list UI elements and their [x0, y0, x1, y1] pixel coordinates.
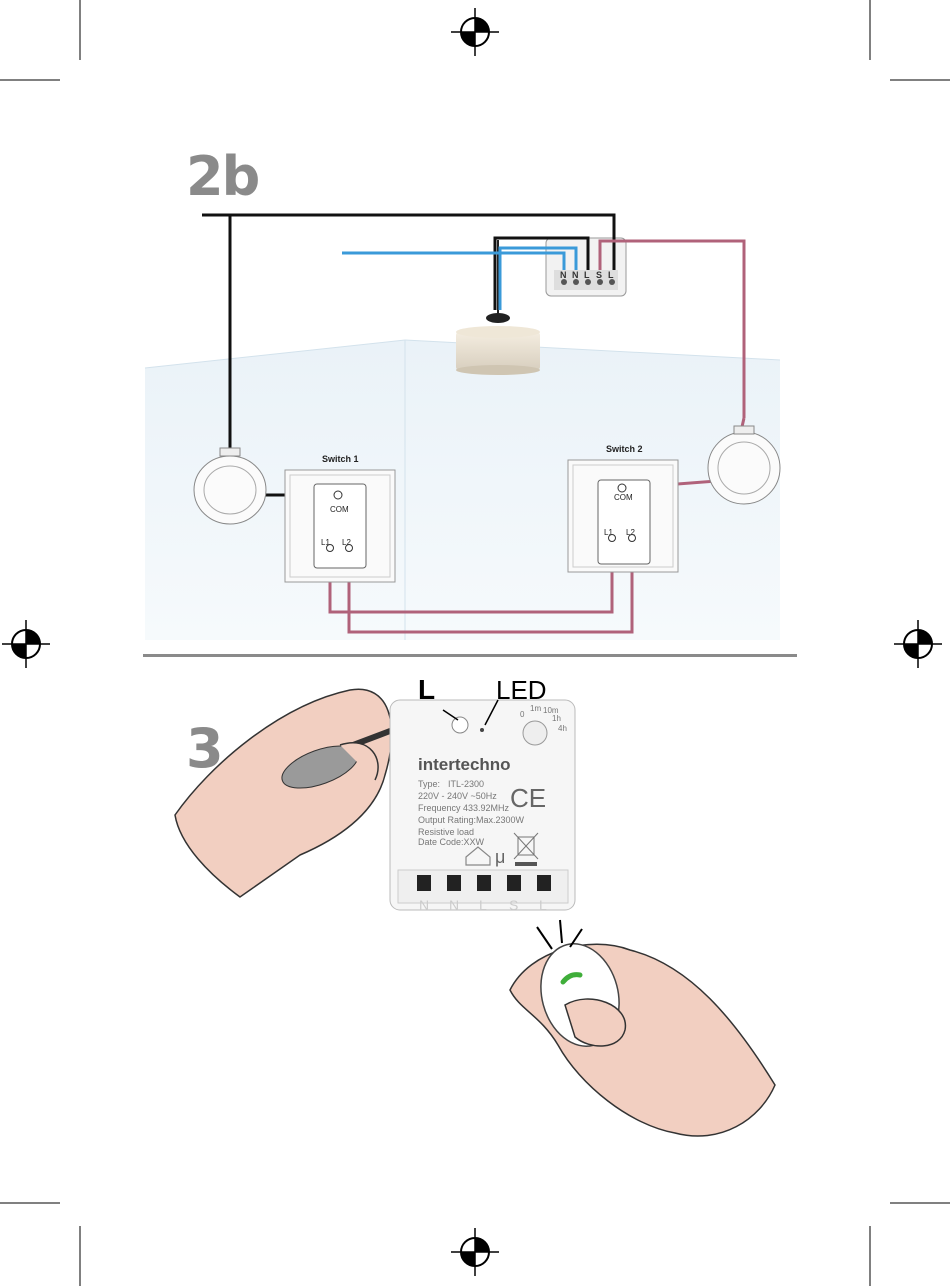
wiring-diagram: N N L S L Switch 1 C	[140, 200, 800, 650]
device-terminal-1: N	[419, 897, 429, 913]
registration-mark-top	[451, 8, 499, 56]
module-terminal-1: N	[560, 270, 567, 280]
registration-mark-left	[2, 620, 50, 668]
device-terminal-4: S	[509, 897, 518, 913]
timer-label-0: 0	[520, 710, 525, 719]
timer-label-1: 1m	[530, 704, 541, 713]
switch-2-com: COM	[614, 493, 633, 502]
step-2b-label: 2b	[186, 150, 258, 204]
module-terminal-2: N	[572, 270, 579, 280]
switch-2-title: Switch 2	[606, 444, 643, 454]
registration-mark-right	[894, 620, 942, 668]
module-terminal-4: S	[596, 270, 602, 280]
device-load: Resistive load	[418, 827, 474, 837]
device-type-label: Type:	[418, 779, 440, 789]
device-terminal-2: N	[449, 897, 459, 913]
module-terminal-3: L	[584, 270, 590, 280]
timer-label-3: 1h	[552, 714, 561, 723]
device-voltage: 220V - 240V ~50Hz	[418, 791, 497, 801]
hand-with-remote	[510, 920, 775, 1136]
label-led: LED	[496, 675, 547, 705]
device-type-value: ITL-2300	[448, 779, 484, 789]
switch-1: Switch 1 COM L1 L2	[285, 454, 395, 582]
device-terminal-3: L	[479, 897, 487, 913]
device-frequency: Frequency 433.92MHz	[418, 803, 510, 813]
section-divider	[143, 654, 797, 657]
registration-mark-bottom	[451, 1228, 499, 1276]
switch-2: Switch 2 COM L1 L2	[568, 444, 678, 572]
device-output: Output Rating:Max.2300W	[418, 815, 525, 825]
timer-label-4: 4h	[558, 724, 567, 733]
device-brand: intertechno	[418, 755, 511, 774]
label-l: L	[418, 674, 435, 705]
module-terminal-5: L	[608, 270, 614, 280]
ceiling-lamp	[456, 240, 540, 375]
device-terminal-5: L	[539, 897, 547, 913]
switch-1-title: Switch 1	[322, 454, 359, 464]
device-itl-2300: 0 1m 10m 1h 4h intertechno Type: ITL-230…	[390, 700, 575, 913]
switch-1-com: COM	[330, 505, 349, 514]
ce-mark: CE	[510, 783, 546, 813]
step-3-illustration: 0 1m 10m 1h 4h intertechno Type: ITL-230…	[160, 665, 800, 1155]
micro-symbol: μ	[495, 847, 505, 867]
device-date: Date Code:XXW	[418, 837, 485, 847]
